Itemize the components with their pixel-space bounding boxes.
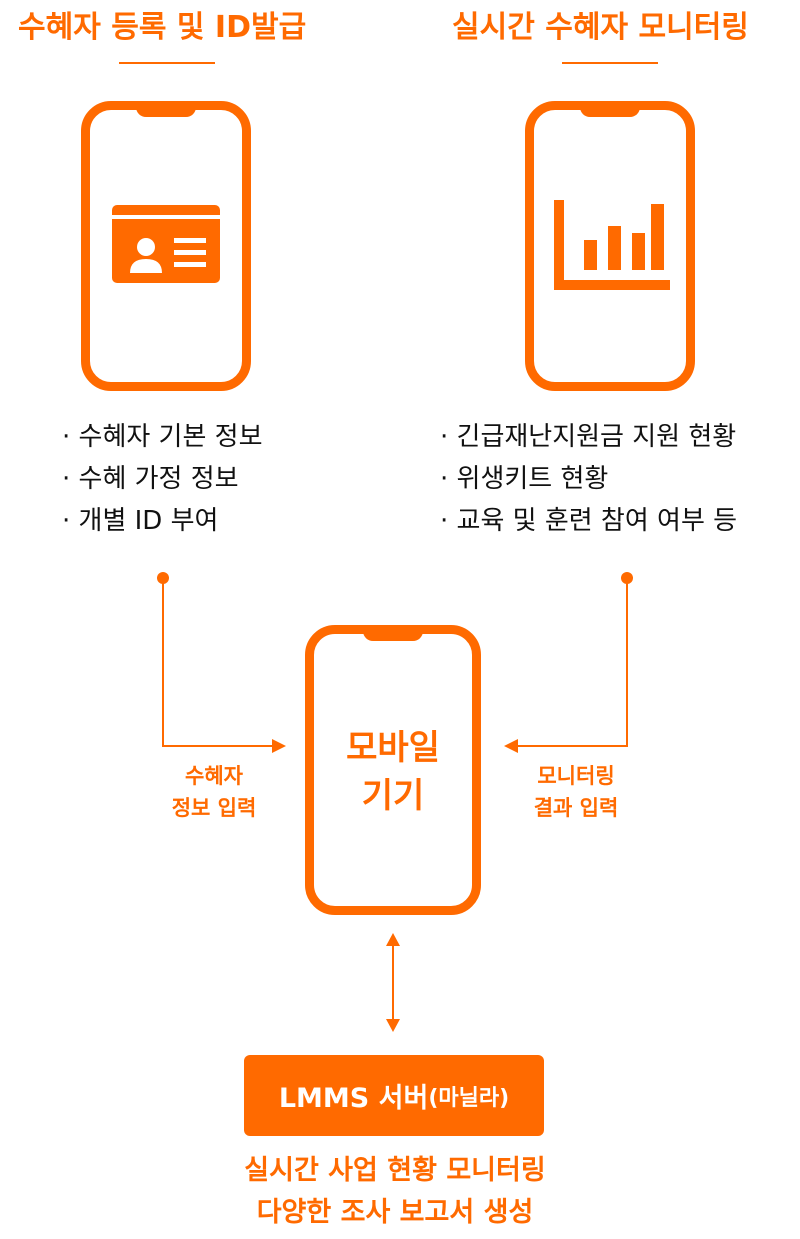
- left-arrow-head: [272, 739, 286, 753]
- footer-line: 다양한 조사 보고서 생성: [256, 1197, 534, 1228]
- left-bullet-list: · 수혜자 기본 정보 · 수혜 가정 정보 · 개별 ID 부여: [62, 416, 263, 542]
- footer-text: 실시간 사업 현황 모니터링 다양한 조사 보고서 생성: [150, 1150, 640, 1234]
- right-bullet-list: · 긴급재난지원금 지원 현황 · 위생키트 현황 · 교육 및 훈련 참여 여…: [440, 416, 737, 542]
- center-device-line: 모바일: [346, 728, 440, 768]
- right-phone-notch: [580, 101, 640, 117]
- bidirectional-arrow-line: [392, 945, 394, 1021]
- center-device-line: 기기: [361, 776, 425, 816]
- right-title-underline: [562, 62, 658, 64]
- right-connector-horizontal: [518, 745, 628, 747]
- bidirectional-arrow-up-head: [386, 933, 400, 946]
- bidirectional-arrow-down-head: [386, 1019, 400, 1032]
- right-bullet-item: · 교육 및 훈련 참여 여부 등: [440, 506, 738, 536]
- left-title-underline: [119, 62, 215, 64]
- left-panel-title: 수혜자 등록 및 ID발급: [18, 10, 307, 45]
- server-box: LMMS 서버(마닐라): [244, 1055, 544, 1136]
- server-name: LMMS 서버: [278, 1083, 429, 1114]
- left-bullet-item: · 수혜 가정 정보: [62, 464, 239, 494]
- right-bullet-item: · 위생키트 현황: [440, 464, 609, 494]
- left-bullet-item: · 수혜자 기본 정보: [62, 422, 263, 452]
- right-connector-vertical: [626, 578, 628, 746]
- center-device-label: 모바일 기기: [305, 724, 481, 820]
- left-bullet-item: · 개별 ID 부여: [62, 506, 219, 536]
- left-flow-label: 수혜자 정보 입력: [152, 760, 276, 824]
- left-connector-vertical: [162, 578, 164, 746]
- right-arrow-head: [504, 739, 518, 753]
- left-connector-horizontal: [162, 745, 272, 747]
- right-flow-label-line: 모니터링: [537, 764, 615, 788]
- center-phone-notch: [363, 625, 423, 641]
- id-card-icon: [112, 205, 220, 283]
- right-flow-label: 모니터링 결과 입력: [514, 760, 638, 824]
- bar-chart-icon: [554, 200, 670, 290]
- right-flow-label-line: 결과 입력: [533, 796, 619, 820]
- left-flow-label-line: 수혜자: [185, 764, 243, 788]
- left-flow-label-line: 정보 입력: [171, 796, 257, 820]
- right-panel-title: 실시간 수혜자 모니터링: [452, 10, 749, 45]
- left-phone-notch: [136, 101, 196, 117]
- right-bullet-item: · 긴급재난지원금 지원 현황: [440, 422, 737, 452]
- server-location: (마닐라): [428, 1085, 510, 1111]
- footer-line: 실시간 사업 현황 모니터링: [244, 1155, 546, 1186]
